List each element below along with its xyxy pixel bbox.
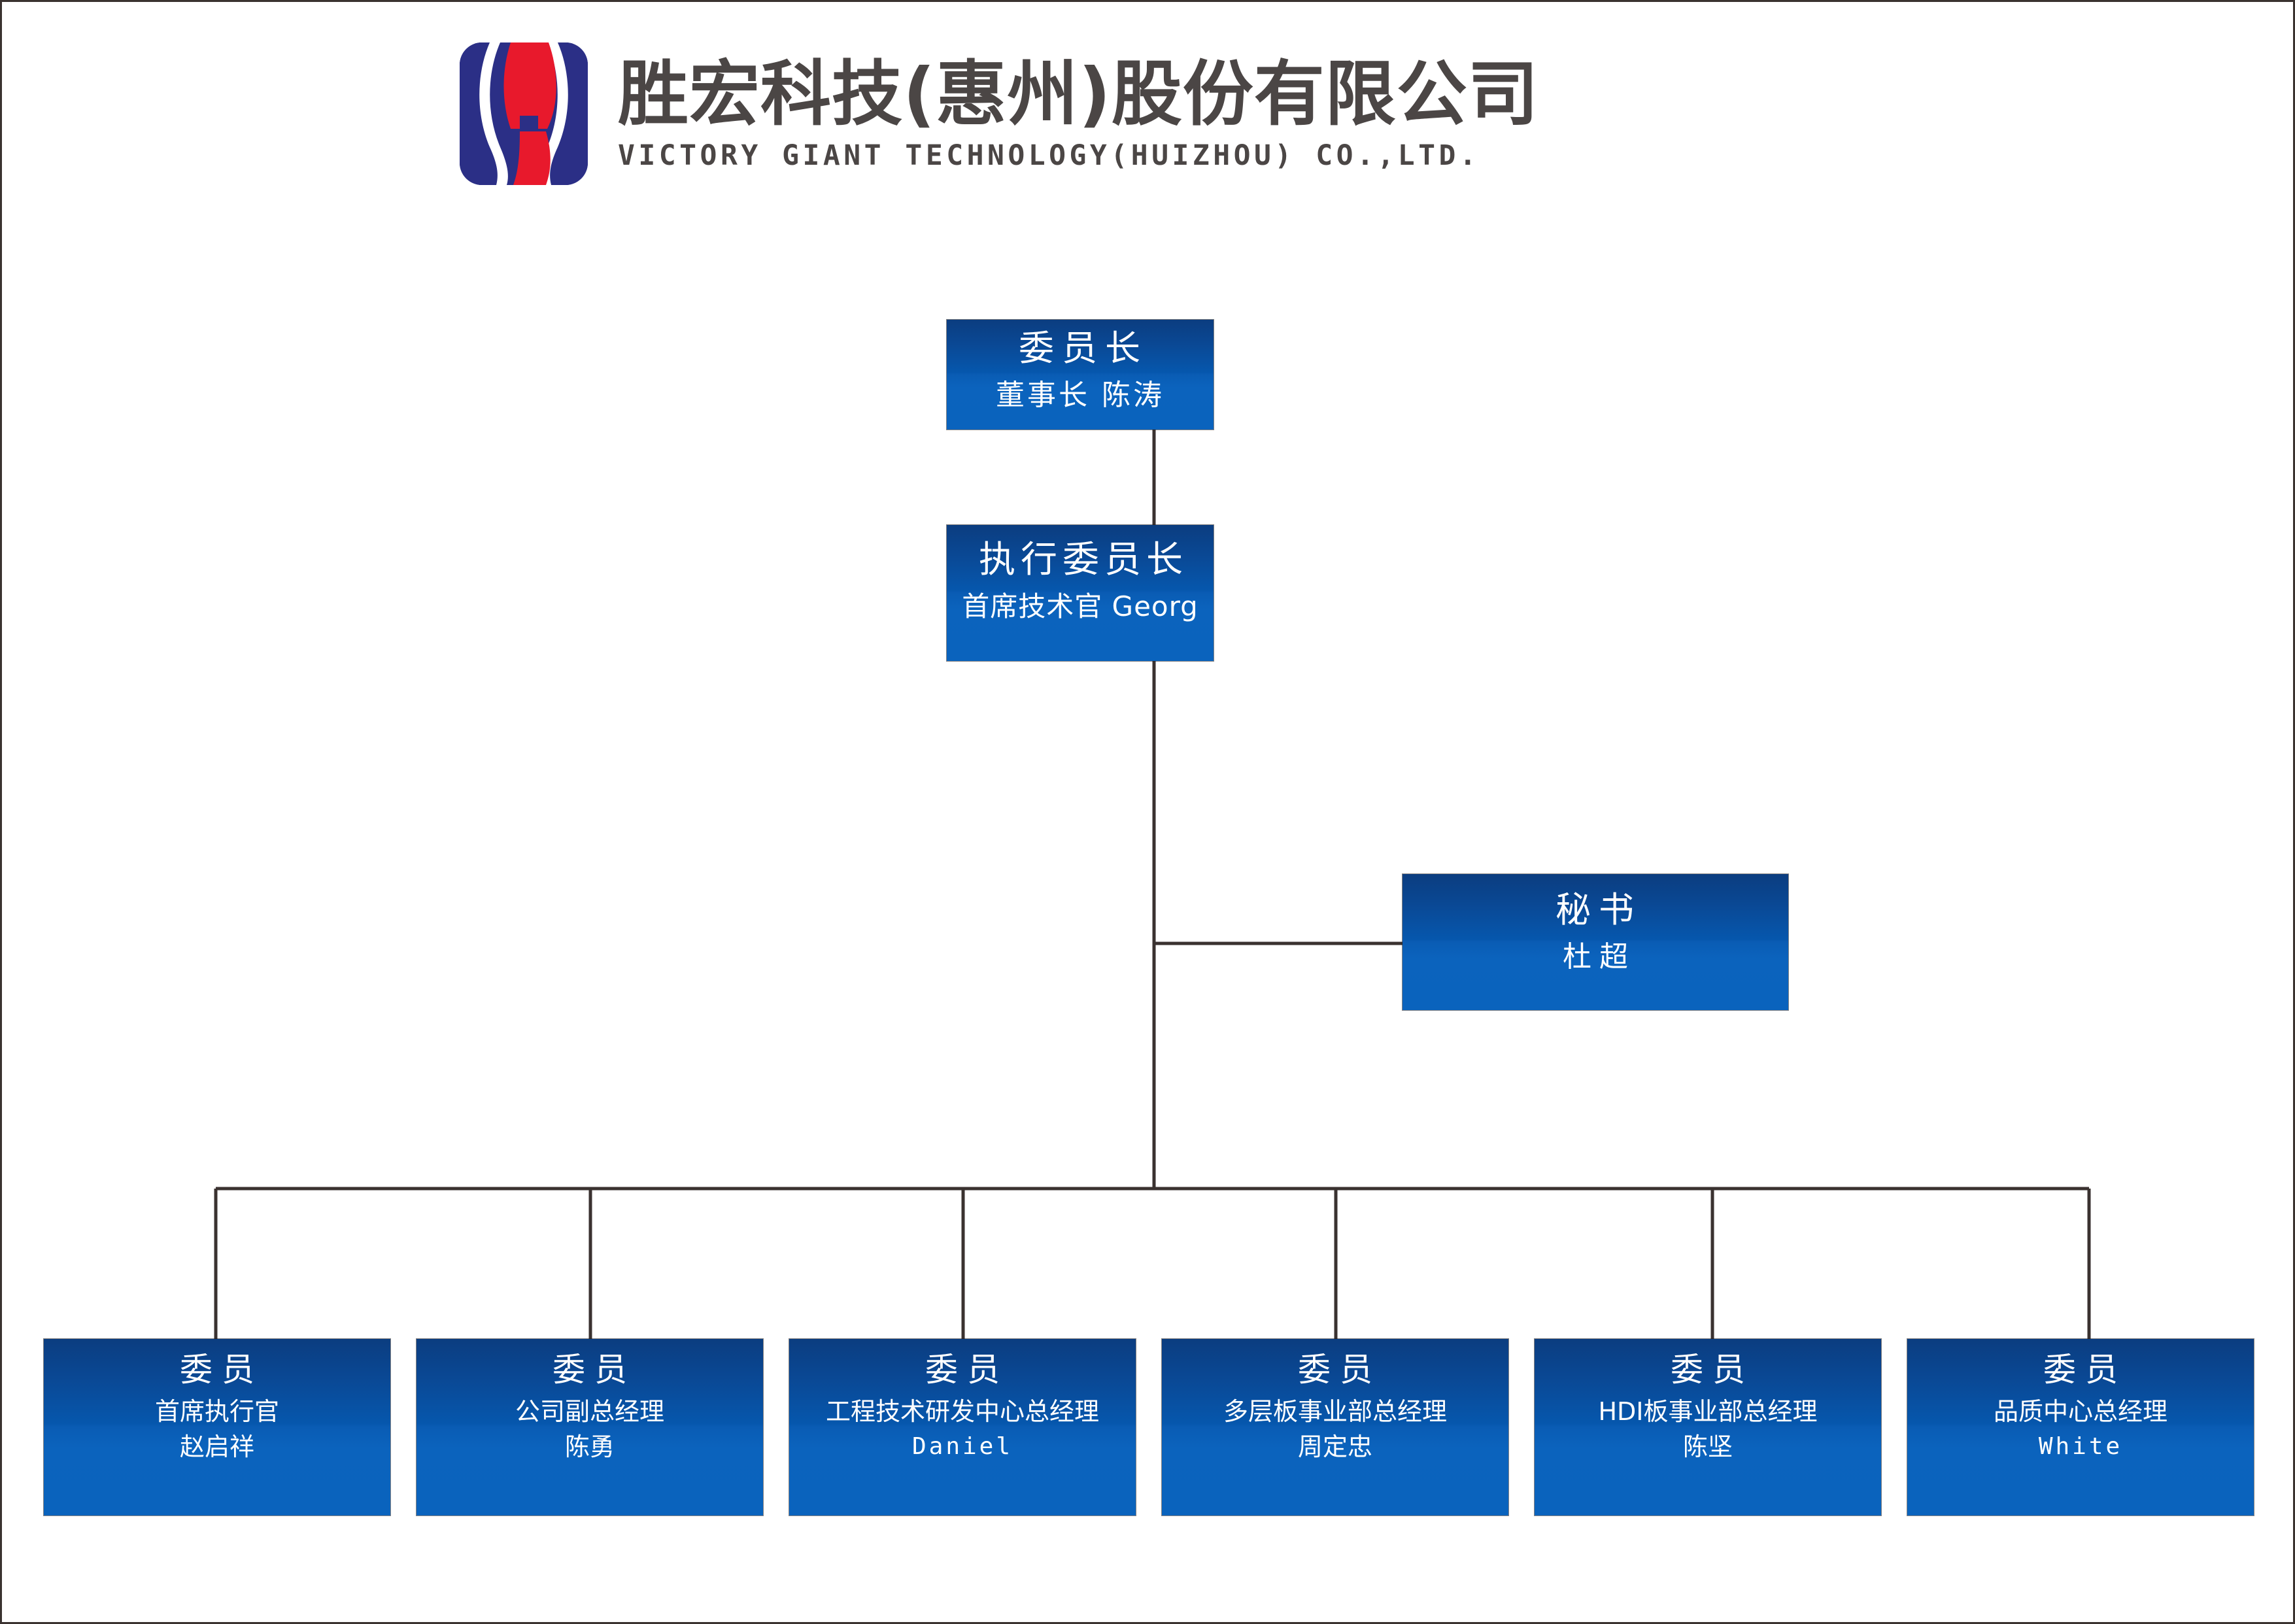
node-member-name: Daniel xyxy=(911,1432,1013,1460)
company-name-english: VICTORY GIANT TECHNOLOGY(HUIZHOU) CO.,LT… xyxy=(618,139,1480,173)
node-member-role: 首席执行官 xyxy=(154,1397,279,1426)
node-secretary-title: 秘书 xyxy=(1556,889,1642,930)
node-member-title: 委员 xyxy=(1298,1351,1382,1389)
node-secretary[interactable]: 秘书 杜超 xyxy=(1402,874,1788,1010)
company-name-chinese: 胜宏科技(惠州)股份有限公司 xyxy=(618,53,1539,135)
node-chairman-subtitle: 董事长 陈涛 xyxy=(996,378,1164,412)
node-member-hdi-division-gm[interactable]: 委员 HDI板事业部总经理 陈坚 xyxy=(1535,1339,1881,1515)
node-member-title: 委员 xyxy=(925,1351,1009,1389)
node-member-role: HDI板事业部总经理 xyxy=(1598,1397,1818,1426)
node-member-deputy-gm[interactable]: 委员 公司副总经理 陈勇 xyxy=(416,1339,763,1515)
node-member-ceo[interactable]: 委员 首席执行官 赵启祥 xyxy=(44,1339,390,1515)
node-member-role: 工程技术研发中心总经理 xyxy=(825,1397,1099,1426)
node-chairman-title: 委员长 xyxy=(1019,328,1148,369)
node-member-name: 陈勇 xyxy=(564,1432,615,1461)
company-name-block: 胜宏科技(惠州)股份有限公司 VICTORY GIANT TECHNOLOGY(… xyxy=(618,53,1539,173)
node-executive-chairman-title: 执行委员长 xyxy=(979,539,1188,581)
node-member-role: 公司副总经理 xyxy=(515,1397,664,1426)
node-member-title: 委员 xyxy=(1671,1351,1754,1389)
node-member-role: 品质中心总经理 xyxy=(1993,1397,2168,1426)
company-header: 胜宏科技(惠州)股份有限公司 VICTORY GIANT TECHNOLOGY(… xyxy=(460,42,1539,185)
node-member-name: 周定忠 xyxy=(1297,1432,1372,1461)
node-member-name: White xyxy=(2038,1432,2123,1460)
node-member-name: 陈坚 xyxy=(1682,1432,1733,1461)
node-member-name: 赵启祥 xyxy=(179,1432,254,1461)
node-executive-chairman-subtitle: 首席技术官 Georg xyxy=(962,590,1198,622)
node-member-title: 委员 xyxy=(2043,1351,2127,1389)
node-executive-chairman[interactable]: 执行委员长 首席技术官 Georg xyxy=(947,525,1214,661)
node-member-title: 委员 xyxy=(180,1351,264,1389)
node-member-rnd-center-gm[interactable]: 委员 工程技术研发中心总经理 Daniel xyxy=(789,1339,1136,1515)
victory-giant-s-logo-icon xyxy=(460,42,588,185)
node-member-quality-center-gm[interactable]: 委员 品质中心总经理 White xyxy=(1907,1339,2254,1515)
node-member-multilayer-division-gm[interactable]: 委员 多层板事业部总经理 周定忠 xyxy=(1162,1339,1508,1515)
node-member-title: 委员 xyxy=(552,1351,636,1389)
node-member-role: 多层板事业部总经理 xyxy=(1223,1397,1447,1426)
node-secretary-subtitle: 杜超 xyxy=(1563,940,1636,974)
node-chairman[interactable]: 委员长 董事长 陈涛 xyxy=(947,320,1214,430)
